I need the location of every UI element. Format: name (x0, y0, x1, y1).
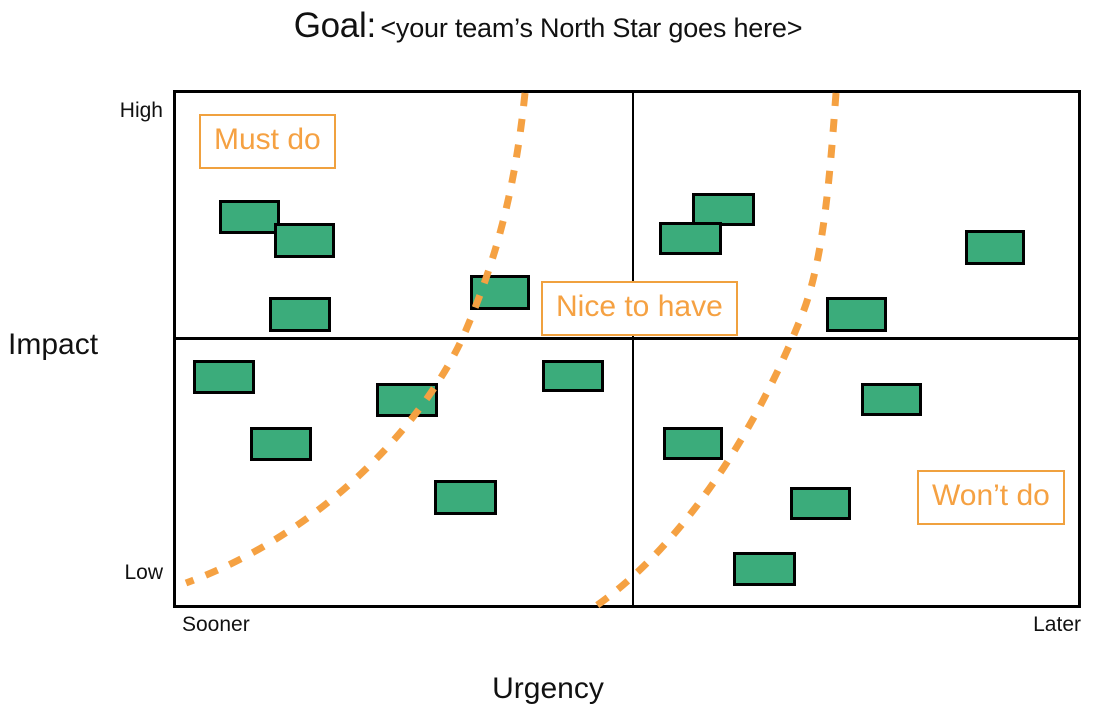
matrix-item[interactable] (434, 480, 497, 515)
matrix-item[interactable] (269, 297, 331, 332)
quadrant-label-nice-to-have: Nice to have (541, 281, 738, 336)
x-axis-title: Urgency (492, 672, 604, 705)
matrix-item[interactable] (542, 360, 604, 392)
quadrant-divider-vertical (632, 90, 634, 608)
matrix-item[interactable] (965, 230, 1025, 265)
quadrant-label-wont-do: Won’t do (917, 470, 1065, 525)
matrix-item[interactable] (250, 427, 312, 461)
matrix-item[interactable] (193, 360, 255, 394)
matrix-item[interactable] (274, 223, 335, 258)
y-axis-tick-low: Low (124, 561, 163, 584)
page-title-goal-prefix: Goal: (293, 6, 376, 45)
matrix-item[interactable] (861, 383, 922, 416)
matrix-item[interactable] (659, 222, 722, 255)
matrix-item[interactable] (663, 427, 723, 460)
matrix-item[interactable] (826, 297, 887, 332)
matrix-item[interactable] (790, 487, 851, 520)
x-axis-tick-later: Later (1033, 613, 1081, 636)
matrix-item[interactable] (470, 275, 530, 310)
matrix-item[interactable] (376, 383, 438, 417)
page-title: Goal: <your team’s North Star goes here> (0, 6, 1096, 46)
matrix-item[interactable] (219, 200, 280, 234)
matrix-item[interactable] (733, 552, 796, 586)
quadrant-label-must-do: Must do (199, 114, 336, 169)
page-title-placeholder-text: <your team’s North Star goes here> (380, 13, 803, 43)
y-axis-title: Impact (8, 328, 99, 361)
y-axis-tick-high: High (119, 99, 163, 122)
x-axis-tick-sooner: Sooner (182, 613, 250, 636)
quadrant-divider-horizontal (173, 337, 1081, 340)
